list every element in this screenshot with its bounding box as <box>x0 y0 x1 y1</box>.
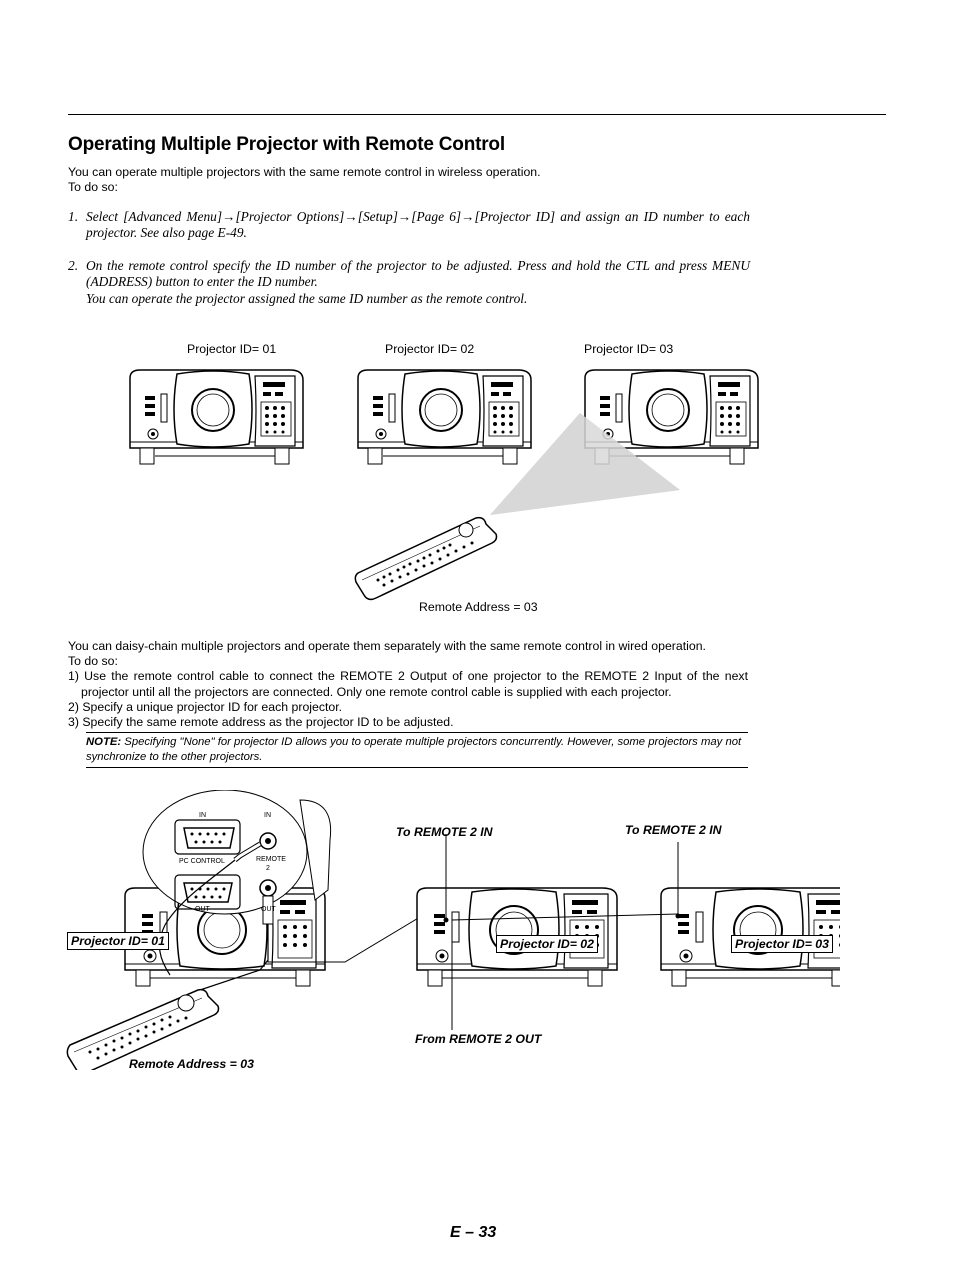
step-1-number: 1. <box>68 209 79 224</box>
fig2-projector-label-1: Projector ID= 01 <box>67 932 169 950</box>
intro-line-2: To do so: <box>68 180 118 194</box>
step-1: 1. Select [Advanced Menu]→[Projector Opt… <box>68 209 750 242</box>
fig1-remote-label: Remote Address = 03 <box>419 600 538 614</box>
top-rule <box>68 114 886 115</box>
wired-item-3: 3) Specify the same remote address as th… <box>68 715 454 730</box>
fig1-projector-label-1: Projector ID= 01 <box>187 342 277 356</box>
step-2-text: On the remote control specify the ID num… <box>86 258 750 290</box>
panel-in-label-1: IN <box>199 812 206 819</box>
wired-item-1: 1) Use the remote control cable to conne… <box>68 669 748 699</box>
panel-in-label-2: IN <box>264 812 271 819</box>
step-2-text-2: You can operate the projector assigned t… <box>86 290 528 306</box>
to-remote-label-2: To REMOTE 2 IN <box>625 823 722 837</box>
from-remote-label: From REMOTE 2 OUT <box>415 1032 542 1046</box>
fig1-projector-label-2: Projector ID= 02 <box>385 342 475 356</box>
wired-line-1: You can daisy-chain multiple projectors … <box>68 639 706 653</box>
note-box: NOTE: Specifying "None" for projector ID… <box>86 732 748 768</box>
wired-line-2: To do so: <box>68 654 118 669</box>
fig2-projector-label-2: Projector ID= 02 <box>496 935 598 953</box>
page-number: E – 33 <box>450 1224 497 1241</box>
note-text: Specifying "None" for projector ID allow… <box>86 736 742 763</box>
wired-item-2: 2) Specify a unique projector ID for eac… <box>68 699 343 714</box>
step-2: 2. On the remote control specify the ID … <box>68 258 750 307</box>
panel-out-label-2: OUT <box>261 906 276 913</box>
page-heading: Operating Multiple Projector with Remote… <box>68 134 505 155</box>
panel-pc-control-label: PC CONTROL <box>179 858 225 865</box>
note-label: NOTE: <box>86 736 122 748</box>
fig2-remote-label: Remote Address = 03 <box>129 1057 254 1071</box>
panel-out-label-1: OUT <box>195 906 210 913</box>
figure-2-illustration <box>66 790 840 1070</box>
wired-instructions: You can daisy-chain multiple projectors … <box>68 639 748 730</box>
fig2-projector-label-3: Projector ID= 03 <box>731 935 833 953</box>
step-1-text: Select [Advanced Menu]→[Projector Option… <box>86 209 750 241</box>
panel-remote-label-a: REMOTE <box>256 856 286 863</box>
intro-line-1: You can operate multiple projectors with… <box>68 165 541 179</box>
panel-remote-label-b: 2 <box>266 865 270 872</box>
to-remote-label-1: To REMOTE 2 IN <box>396 825 493 839</box>
figure-1-illustration <box>129 369 759 601</box>
step-2-number: 2. <box>68 258 79 273</box>
fig1-projector-label-3: Projector ID= 03 <box>584 342 674 356</box>
